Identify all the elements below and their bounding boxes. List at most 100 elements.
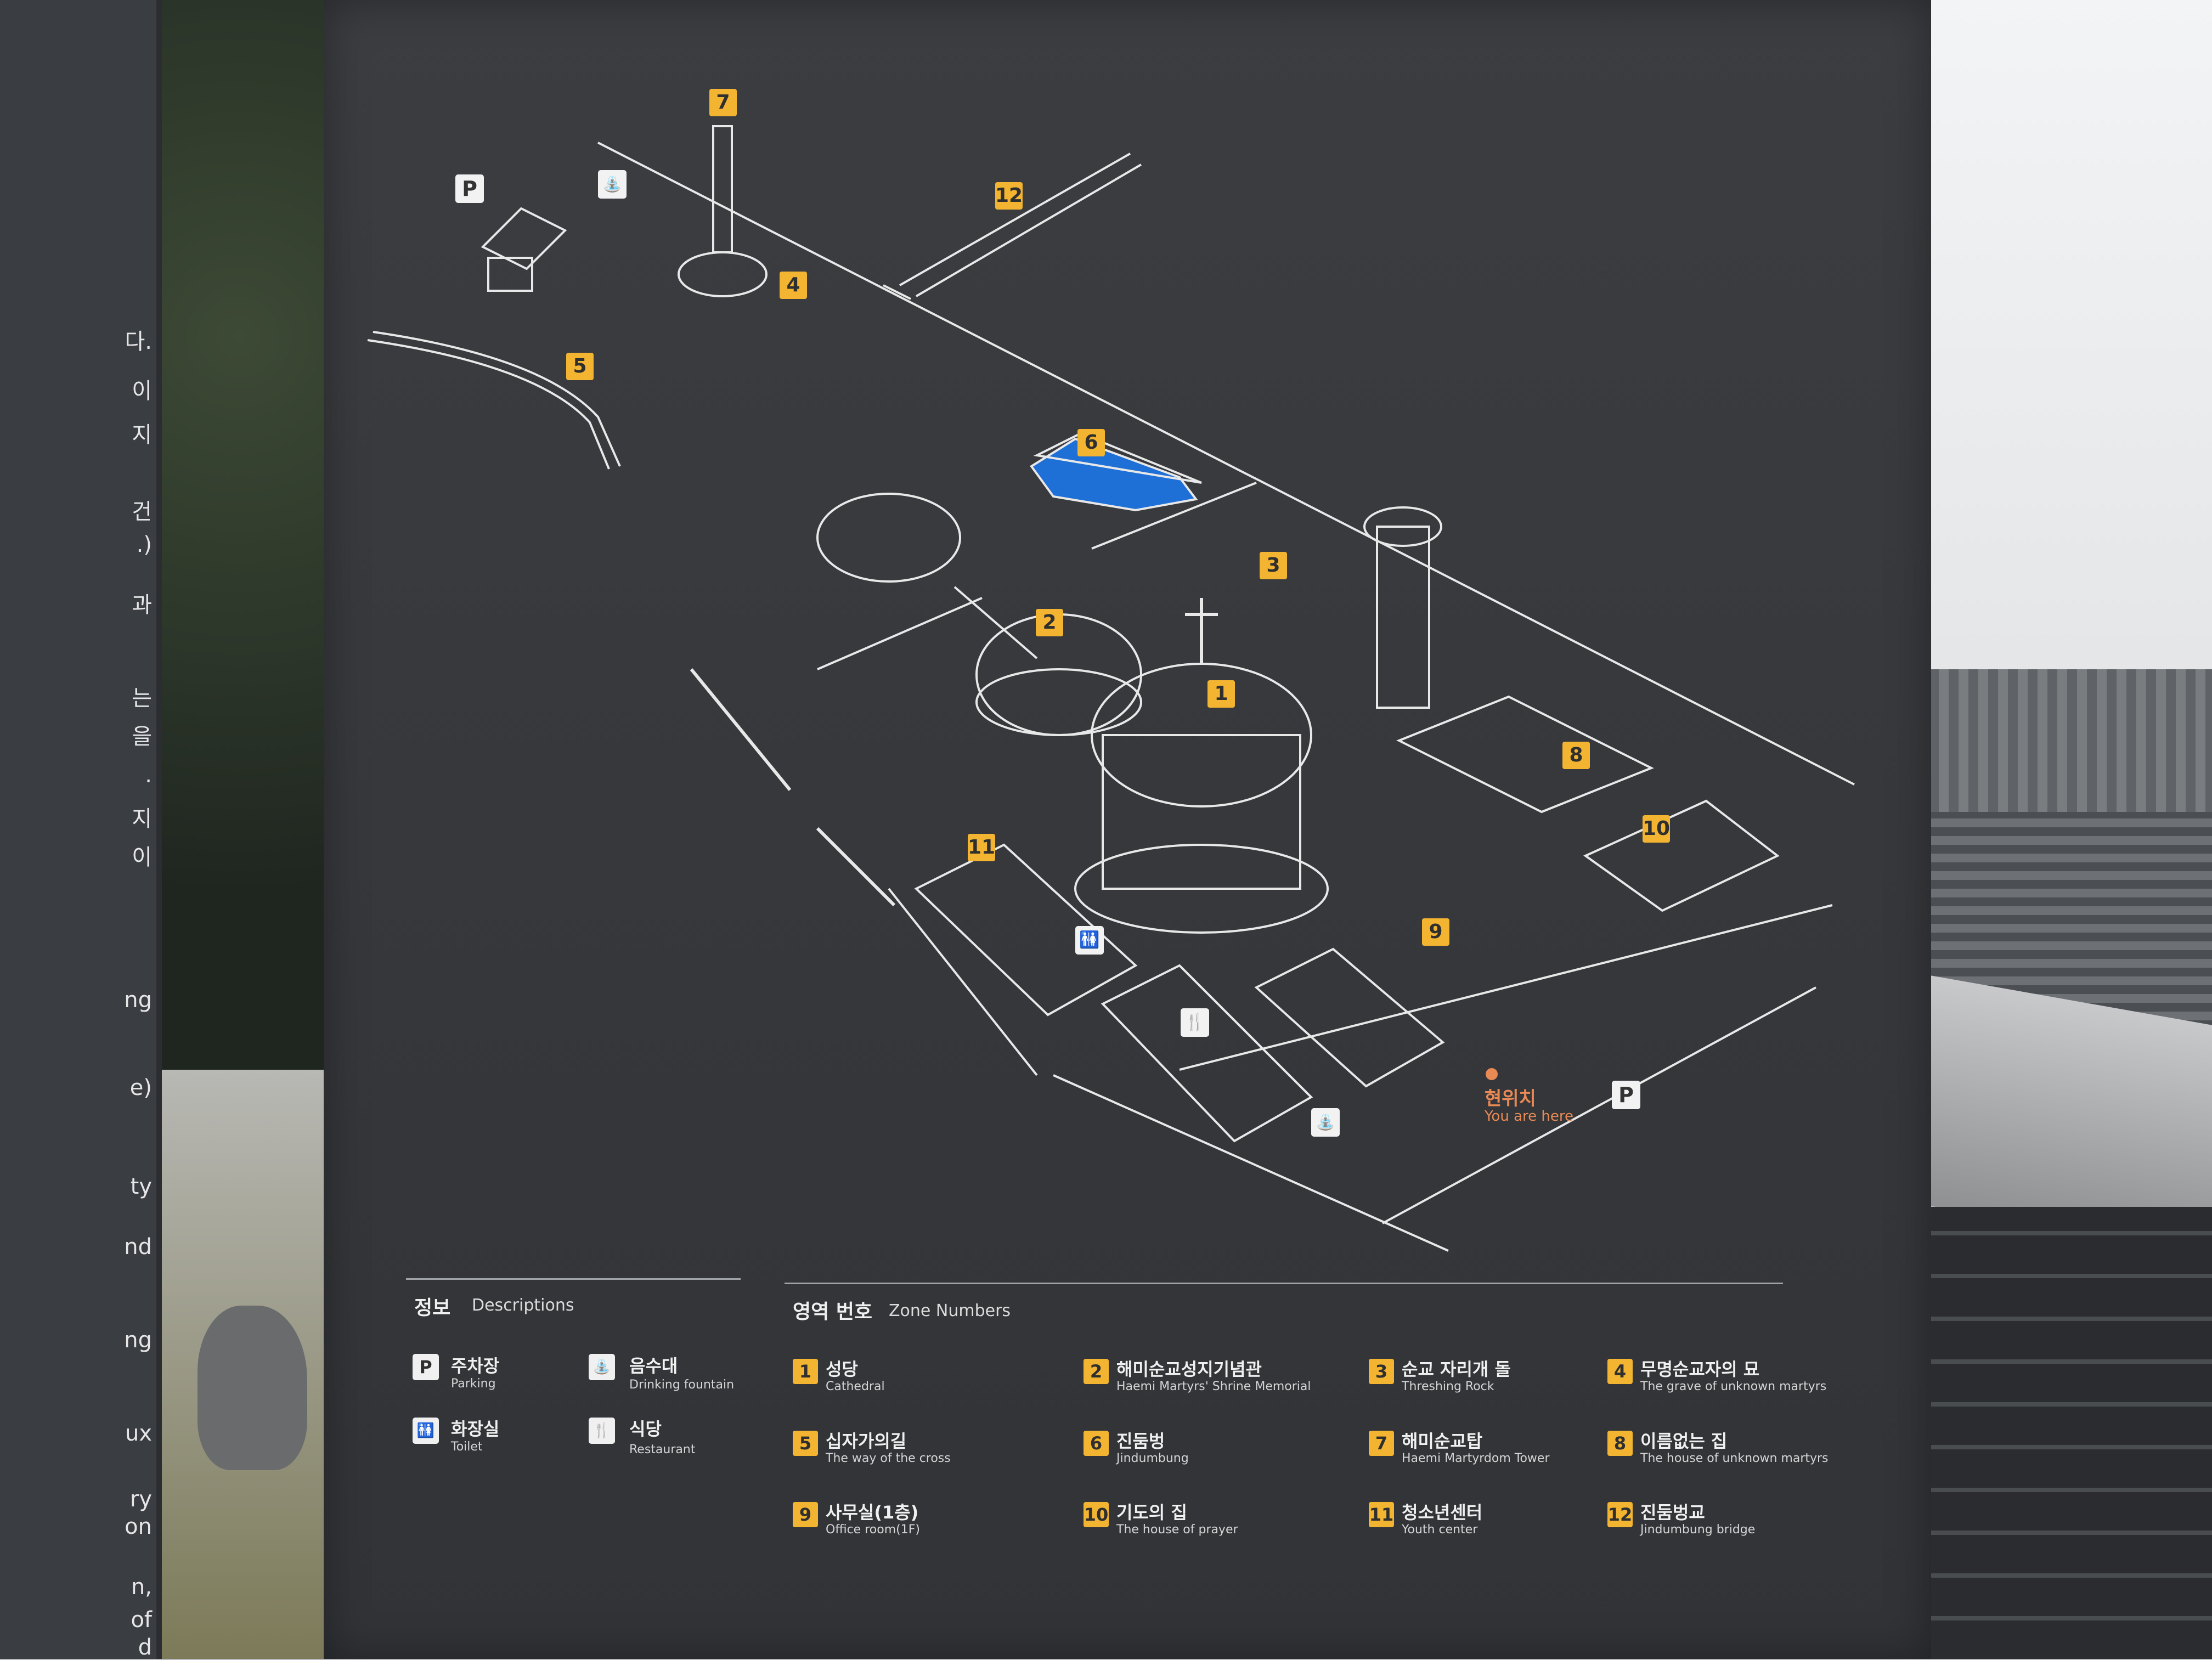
road-spur: [883, 284, 911, 300]
left-text-fragment: e): [129, 1075, 152, 1100]
left-text-fragment: 이: [132, 379, 152, 404]
zone-name-ko: 진둠벙교: [1640, 1502, 1705, 1523]
zone-name-ko: 성당: [826, 1359, 858, 1380]
main-road-line: [597, 142, 1855, 786]
pavilion-base: [487, 257, 533, 292]
left-text-fragment: on: [125, 1514, 152, 1539]
you-are-here-en: You are here: [1485, 1108, 1573, 1125]
left-text-fragment: .: [145, 763, 152, 788]
path-line: [1091, 482, 1257, 550]
zone-marker-2[interactable]: 2: [1036, 609, 1063, 636]
tower-base: [678, 251, 768, 297]
left-text-fragment: 지: [132, 806, 152, 832]
zone-name-en: Threshing Rock: [1402, 1380, 1494, 1393]
left-text-fragment: ry: [129, 1487, 152, 1512]
zone-marker-4[interactable]: 4: [780, 272, 807, 299]
descriptions-title-en: Descriptions: [472, 1296, 574, 1315]
pine-tree: [148, 0, 329, 1125]
cathedral-base: [1074, 844, 1329, 934]
left-text-fragment: d: [138, 1635, 152, 1660]
curved-road: [367, 339, 610, 470]
parking-icon: P: [1612, 1081, 1640, 1109]
left-text-fragment: of: [131, 1607, 152, 1633]
restaurant-icon: 🍴: [1181, 1008, 1209, 1037]
left-text-fragment: 는: [132, 686, 152, 711]
zone-number-badge: 10: [1084, 1502, 1109, 1527]
zone-name-ko: 청소년센터: [1402, 1502, 1483, 1523]
wall: [816, 827, 896, 907]
jindumbung-pond: [1030, 437, 1198, 512]
legend-restaurant-ko: 식당: [629, 1419, 662, 1439]
wall: [888, 888, 1038, 1076]
rock: [198, 1306, 307, 1470]
descriptions-title-ko: 정보: [414, 1297, 451, 1319]
left-text-fragment: .): [136, 532, 152, 557]
pond-rim: [1033, 432, 1202, 484]
left-text-fragment: 이: [132, 845, 152, 870]
zone-number-badge: 3: [1369, 1359, 1394, 1384]
toilet-icon: 🚻: [1075, 926, 1104, 955]
zone-marker-10[interactable]: 10: [1643, 815, 1670, 843]
zone-name-en: Jindumbung: [1116, 1452, 1189, 1465]
outer-road-line: [1179, 904, 1833, 1071]
zone-marker-1[interactable]: 1: [1207, 680, 1235, 708]
left-text-fragment: nd: [124, 1234, 152, 1260]
legend-parking-ko: 주차장: [451, 1356, 500, 1376]
zone-name-ko: 사무실(1층): [826, 1502, 919, 1523]
path-line: [953, 586, 1038, 659]
outer-road-line: [1382, 986, 1816, 1224]
zone-number-badge: 2: [1084, 1359, 1109, 1384]
bridge-rail: [915, 163, 1142, 297]
legend-fountain-ko: 음수대: [629, 1356, 678, 1376]
zone-name-ko: 이름없는 집: [1640, 1431, 1728, 1452]
zone-name-ko: 해미순교성지기념관: [1116, 1359, 1262, 1380]
left-text-fragment: ng: [124, 1328, 152, 1353]
toilet-icon: 🚻: [413, 1418, 439, 1444]
isometric-site-map: [367, 125, 1855, 1252]
legend-rule: [785, 1283, 1783, 1284]
zone-marker-5[interactable]: 5: [566, 353, 594, 380]
site-map-signboard: 1 2 3 4 5 6 7 8 9 10 11 12 P P ⛲ ⛲ 🚻 🍴 현…: [324, 0, 1931, 1659]
zones-title-en: Zone Numbers: [889, 1301, 1011, 1320]
restaurant-icon: 🍴: [589, 1418, 615, 1444]
bell-tower: [1376, 526, 1430, 709]
zone-name-en: The house of prayer: [1116, 1523, 1238, 1537]
zone-name-ko: 십자가의길: [826, 1431, 907, 1452]
zones-title-ko: 영역 번호: [793, 1301, 873, 1323]
left-text-fragment: 다.: [125, 329, 152, 354]
memorial-base: [975, 668, 1142, 736]
zone-name-en: Office room(1F): [826, 1523, 920, 1537]
zone-marker-6[interactable]: 6: [1077, 429, 1105, 456]
round-plaza: [816, 493, 961, 583]
zone-marker-11[interactable]: 11: [968, 834, 995, 861]
left-text-fragment: 지: [132, 422, 152, 448]
left-text-fragment: ty: [130, 1174, 152, 1199]
zone-number-badge: 1: [793, 1359, 818, 1384]
zone-number-badge: 4: [1607, 1359, 1633, 1384]
left-text-fragment: 을: [132, 724, 152, 749]
drinking-fountain-icon: ⛲: [598, 170, 627, 199]
zone-marker-9[interactable]: 9: [1422, 918, 1449, 946]
left-text-fragment: ng: [124, 987, 152, 1013]
office-hall: [1254, 947, 1445, 1088]
left-text-fragment: 건: [132, 499, 152, 524]
zone-name-ko: 무명순교자의 묘: [1640, 1359, 1760, 1380]
zone-marker-3[interactable]: 3: [1260, 552, 1287, 579]
zone-number-badge: 7: [1369, 1431, 1394, 1456]
left-text-fragment: 과: [132, 592, 152, 618]
zone-number-badge: 8: [1607, 1431, 1633, 1456]
legend-rule: [406, 1278, 741, 1280]
zone-marker-7[interactable]: 7: [709, 89, 737, 116]
drinking-fountain-icon: ⛲: [589, 1354, 615, 1380]
zone-number-badge: 6: [1084, 1431, 1109, 1456]
you-are-here-dot: [1486, 1068, 1498, 1080]
zone-marker-12[interactable]: 12: [995, 182, 1023, 210]
zone-marker-8[interactable]: 8: [1562, 742, 1590, 769]
legend-toilet-en: Toilet: [451, 1440, 483, 1454]
zone-number-badge: 9: [793, 1502, 818, 1527]
parking-icon: P: [413, 1354, 439, 1380]
zone-name-en: Jindumbung bridge: [1640, 1523, 1756, 1537]
legend-restaurant-en: Restaurant: [629, 1443, 696, 1456]
zone-name-ko: 진둠벙: [1116, 1431, 1165, 1452]
zone-name-en: The house of unknown martyrs: [1640, 1452, 1829, 1465]
